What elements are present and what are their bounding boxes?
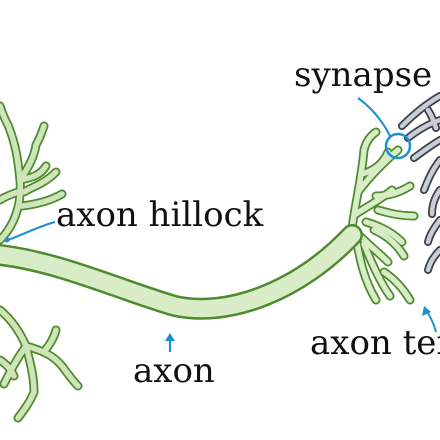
axon-hillock-pointer-tip <box>4 237 10 243</box>
synapse-pointer <box>357 97 391 137</box>
synapse-circle <box>384 132 412 160</box>
axon-terminal-branches <box>347 127 419 305</box>
dendrites-lower <box>0 305 83 423</box>
axon-label: axon <box>133 351 215 391</box>
pointer-arrowheads <box>4 237 431 341</box>
axon-terminal-label: axon ter <box>310 323 440 363</box>
synapse-label: synapse <box>294 55 432 95</box>
axon-shaft <box>0 224 363 320</box>
axon-hillock-pointer <box>7 221 56 241</box>
axon-hillock-label: axon hillock <box>56 195 264 235</box>
axon-terminal-arrowhead <box>422 306 431 316</box>
dendrites-upper <box>0 101 67 245</box>
postsynaptic-neuron <box>398 92 440 274</box>
axon-arrowhead <box>165 333 175 341</box>
